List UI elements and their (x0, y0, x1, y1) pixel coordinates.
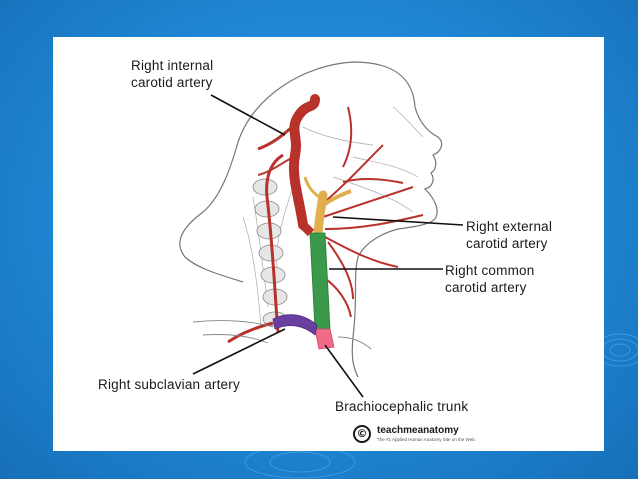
copyright-icon: © (353, 425, 371, 443)
common-carotid-label: Right common carotid artery (445, 262, 534, 296)
internal-carotid-artery-vessel (288, 94, 320, 230)
cervical-spine (252, 178, 288, 327)
logo-name: teachmeanatomy (377, 425, 459, 436)
external-carotid-artery-vessel (313, 190, 328, 238)
internal-carotid-label: Right internal carotid artery (131, 57, 213, 91)
neck-artery-illustration (179, 61, 464, 398)
subclavian-label-text: Right subclavian artery (98, 377, 240, 392)
internal-carotid-label-line-2: carotid artery (131, 75, 213, 90)
internal-carotid-label-line-1: Right internal (131, 58, 214, 73)
logo-tagline: The #1 Applied Human Anatomy Site on the… (377, 437, 476, 442)
leader-lines (192, 94, 464, 398)
external-carotid-label-line-1: Right external (466, 219, 553, 234)
external-carotid-branches (320, 106, 424, 318)
brachiocephalic-trunk-vessel (314, 328, 335, 350)
common-carotid-artery-vessel (309, 232, 331, 330)
external-carotid-label-line-2: carotid artery (466, 236, 548, 251)
head-outline (179, 61, 443, 378)
brachiocephalic-label-text: Brachiocephalic trunk (335, 399, 469, 414)
external-carotid-label: Right external carotid artery (466, 218, 552, 252)
common-carotid-label-line-2: carotid artery (445, 280, 527, 295)
subclavian-artery-vessel (272, 314, 318, 336)
brachiocephalic-label: Brachiocephalic trunk (335, 398, 468, 415)
clavicle-sketch (192, 320, 372, 350)
subclavian-label: Right subclavian artery (98, 376, 240, 393)
common-carotid-label-line-1: Right common (445, 263, 535, 278)
diagram-frame: Right internal carotid artery Right exte… (53, 37, 604, 451)
vertebral-artery (265, 153, 284, 333)
